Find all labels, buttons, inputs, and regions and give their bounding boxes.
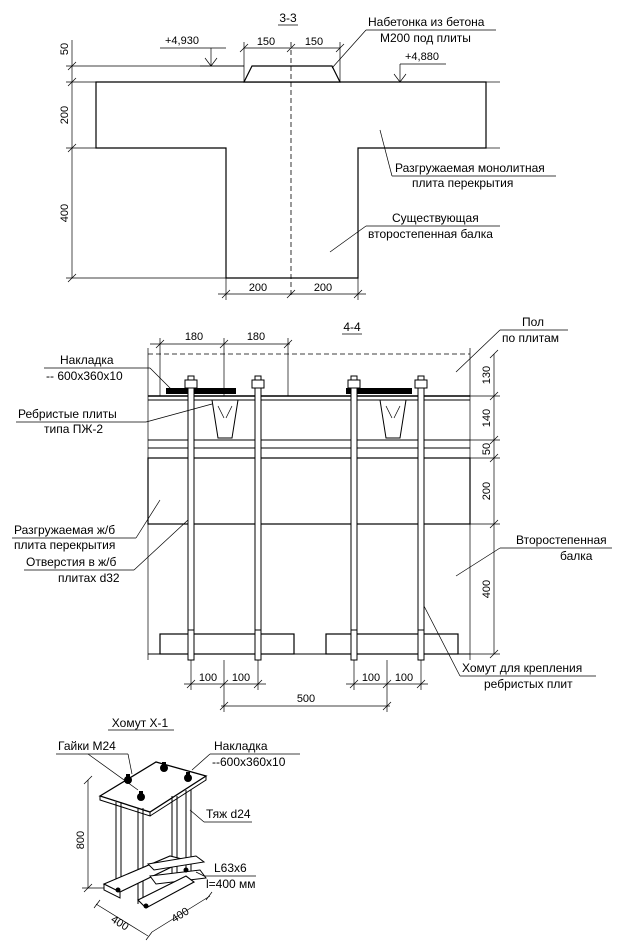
beam-label-33-2: второстепенная балка	[368, 227, 493, 241]
rod-label: Тяж d24	[206, 807, 251, 821]
dim-44-b2: 100	[232, 672, 250, 684]
holes-label-2: плитах d32	[58, 571, 120, 585]
dim-44-180-right: 180	[247, 331, 265, 343]
dim-33-50: 50	[59, 43, 71, 55]
angle-label-1: L63х6	[214, 861, 247, 875]
clamp-x1: Хомут Х-1	[56, 716, 300, 941]
section-4-4: 4-4 180 180	[12, 315, 612, 712]
dim-33-bottom-left: 200	[249, 282, 267, 294]
section-44-title: 4-4	[343, 320, 361, 334]
dim-44-130: 130	[481, 366, 493, 384]
clamp-label-1: Хомут для крепления	[462, 661, 582, 675]
elev-left: +4,930	[165, 35, 199, 47]
clamp-plate-label-2: --600х360х10	[212, 755, 286, 769]
clamp-title: Хомут Х-1	[112, 716, 169, 730]
angle-label-2: l=400 мм	[206, 877, 256, 891]
floor-label-2: по плитам	[502, 331, 559, 345]
clamp-label-2: ребристых плит	[484, 677, 573, 691]
dim-400-left: 400	[109, 914, 131, 934]
dim-44-b5: 100	[395, 672, 413, 684]
dim-33-200: 200	[59, 106, 71, 124]
slab-label-33-2: плита перекрытия	[412, 176, 513, 190]
dim-400-right: 400	[169, 906, 191, 926]
ribbed-label-1: Ребристые плиты	[18, 407, 117, 421]
beam-label-44-1: Второстепенная	[516, 533, 607, 547]
rib-1	[211, 399, 239, 439]
dim-33-top-left: 150	[257, 36, 275, 48]
topping-note-2: М200 под плиты	[380, 31, 471, 45]
clamp-plate-label-1: Накладка	[214, 739, 268, 753]
concrete-topping	[243, 65, 341, 83]
section-33-title: 3-3	[279, 11, 297, 25]
dim-44-400: 400	[481, 580, 493, 598]
dim-33-400: 400	[59, 204, 71, 222]
plate-2	[346, 388, 412, 394]
dim-44-180-left: 180	[185, 331, 203, 343]
floor-label-1: Пол	[522, 315, 544, 329]
slab-label-44-1: Разгружаемая ж/б	[14, 523, 115, 537]
topping-note-1: Набетонка из бетона	[368, 15, 485, 29]
dim-44-50: 50	[481, 443, 493, 455]
plate-label-44-1: Накладка	[60, 353, 114, 367]
angle-2	[325, 633, 459, 655]
section-3-3: 3-3 150 150 +4,930 +4,880 Набетонка из б	[59, 11, 556, 300]
clamp-angle-2	[137, 875, 196, 909]
dim-44-200: 200	[481, 482, 493, 500]
ribbed-label-2: типа ПЖ-2	[44, 422, 103, 436]
dim-44-b1: 100	[199, 672, 217, 684]
beam-label-33-1: Существующая	[392, 211, 479, 225]
elev-right: +4,880	[405, 51, 439, 63]
dim-44-b4: 100	[362, 672, 380, 684]
dim-44-b3: 500	[297, 693, 315, 705]
plate-1	[166, 388, 236, 394]
dim-33-bottom-right: 200	[314, 282, 332, 294]
slab-label-33-1: Разгружаемая монолитная	[395, 161, 545, 175]
angle-1	[159, 633, 295, 655]
holes-label-1: Отверстия в ж/б	[26, 555, 117, 569]
slab-label-44-2: плита перекрытия	[14, 538, 115, 552]
beam-label-44-2: балка	[560, 549, 593, 563]
plate-label-44-2: -- 600х360х10	[46, 369, 123, 383]
dim-44-140: 140	[481, 409, 493, 427]
dim-33-top-right: 150	[305, 36, 323, 48]
nuts	[124, 762, 192, 801]
dim-800: 800	[75, 831, 87, 849]
rib-2	[379, 399, 407, 439]
nuts-label: Гайки М24	[58, 739, 116, 753]
